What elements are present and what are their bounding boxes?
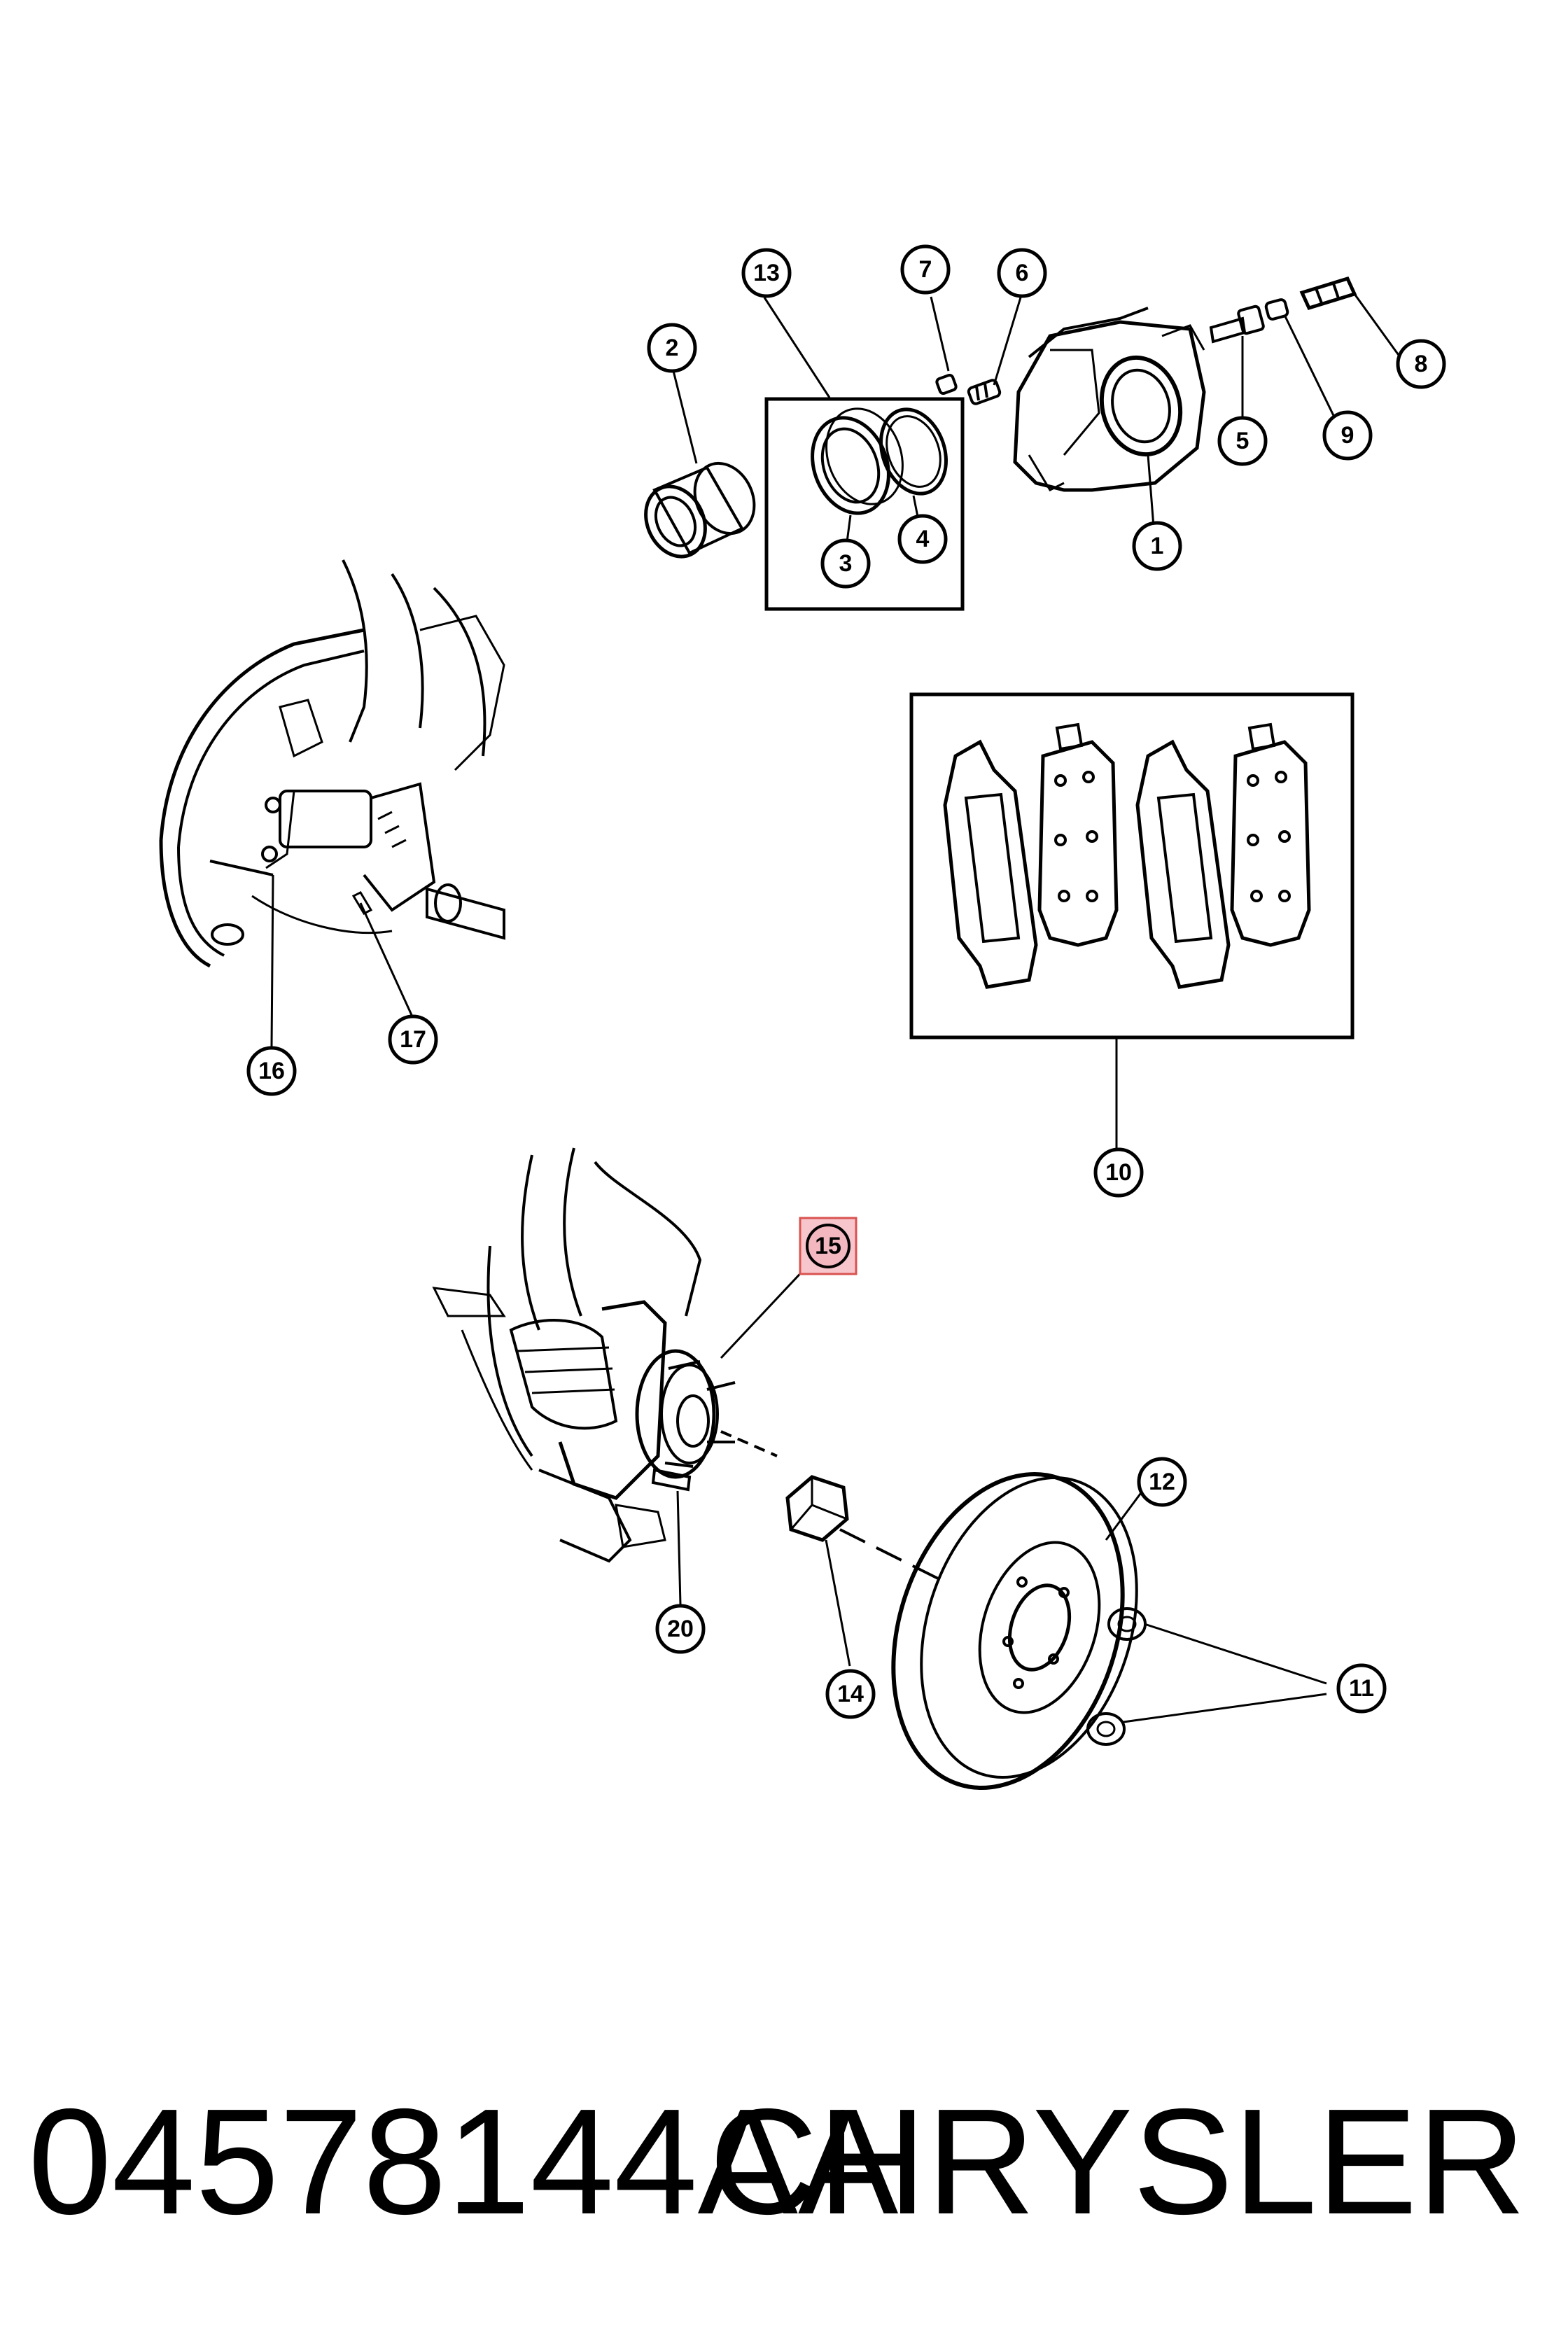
callout-16-label: 16: [258, 1058, 285, 1084]
callout-13: 13: [741, 248, 792, 298]
callout-20: 20: [655, 1604, 706, 1654]
callout-12-label: 12: [1149, 1469, 1175, 1495]
callout-13-circle: [741, 248, 792, 298]
callout-11-label: 11: [1349, 1675, 1374, 1702]
seal-kit-box: [764, 397, 965, 611]
callout-10: 10: [1093, 1147, 1144, 1198]
callout-17-label: 17: [400, 1026, 426, 1053]
callout-10-circle: [1093, 1147, 1144, 1198]
brand-name: CHRYSLER: [709, 2077, 1526, 2246]
knuckle-assembly-drawing: [159, 559, 505, 968]
callout-8-label: 8: [1415, 351, 1428, 377]
callout-2-circle: [647, 323, 697, 373]
callout-17: 17: [388, 1014, 438, 1065]
callout-9-circle: [1322, 410, 1373, 461]
callout-12-circle: [1137, 1457, 1187, 1507]
callout-14-circle: [825, 1669, 876, 1719]
boot-and-seal-drawing: [811, 407, 948, 515]
callout-14-label: 14: [837, 1681, 864, 1707]
callout-3-label: 3: [839, 550, 853, 577]
pad-set-left: [943, 722, 1119, 989]
callout-14: 14: [825, 1669, 876, 1719]
callout-3-circle: [820, 538, 871, 589]
hub-and-rotor-drawing: [432, 1147, 1147, 1790]
callout-11: 11: [1336, 1663, 1387, 1714]
callout-1: 1: [1132, 521, 1182, 571]
callout-7-label: 7: [919, 256, 932, 283]
callout-11-circle: [1336, 1663, 1387, 1714]
caliper-assembly: [644, 276, 1357, 611]
brake-pads-drawing: [909, 692, 1354, 1040]
callout-5-circle: [1217, 416, 1268, 466]
callout-6-circle: [997, 248, 1047, 298]
callout-15-label: 15: [815, 1233, 841, 1259]
callout-10-label: 10: [1105, 1159, 1132, 1186]
callout-16-circle: [246, 1046, 297, 1096]
callout-15-circle: [806, 1224, 850, 1268]
callout-2: 2: [647, 323, 697, 373]
caliper-housing-drawing: [1013, 307, 1206, 492]
callout-3: 3: [820, 538, 871, 589]
callout-17-circle: [388, 1014, 438, 1065]
callout-20-label: 20: [667, 1616, 694, 1642]
callout-15: 15: [799, 1217, 858, 1275]
callout-13-label: 13: [753, 260, 780, 286]
footer-caption: 04578144AA CHRYSLER: [0, 2072, 1568, 2254]
callout-20-circle: [655, 1604, 706, 1654]
piston-drawing: [644, 461, 756, 559]
callout-7: 7: [900, 244, 951, 295]
callout-9: 9: [1322, 410, 1373, 461]
callout-6-label: 6: [1016, 260, 1029, 286]
callout-6: 6: [997, 248, 1047, 298]
callout-1-circle: [1132, 521, 1182, 571]
bleeder-screw-parts: [935, 373, 1002, 405]
callout-8-circle: [1396, 339, 1446, 389]
pad-set-right: [1135, 722, 1311, 989]
callout-16: 16: [246, 1046, 297, 1096]
leader-lines: [270, 293, 1401, 1723]
callout-5-label: 5: [1236, 428, 1250, 454]
callout-5: 5: [1217, 416, 1268, 466]
callout-4-label: 4: [916, 526, 930, 552]
callout-9-label: 9: [1341, 422, 1354, 449]
callout-1-label: 1: [1151, 533, 1164, 559]
part-number: 04578144AA: [28, 2077, 899, 2246]
brake-pads-box: [909, 692, 1354, 1040]
callout-7-circle: [900, 244, 951, 295]
callout-8: 8: [1396, 339, 1446, 389]
callout-12: 12: [1137, 1457, 1187, 1507]
callout-4: 4: [897, 514, 948, 564]
callout-2-label: 2: [666, 335, 679, 361]
guide-pin-parts: [1209, 276, 1357, 344]
callout-4-circle: [897, 514, 948, 564]
